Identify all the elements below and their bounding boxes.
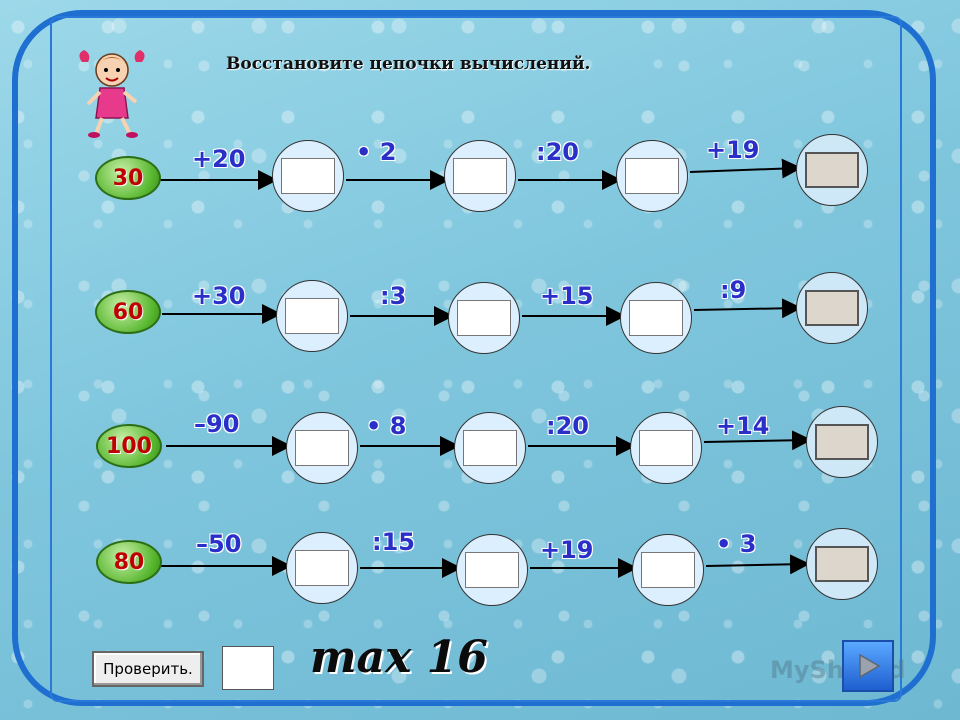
row2-op3: +15 [540, 282, 594, 310]
row1-start-value: 30 [95, 156, 161, 200]
task-title: Восстановите цепочки вычислений. [226, 54, 591, 74]
row1-input2[interactable] [453, 158, 507, 194]
play-triangle-icon [859, 653, 881, 679]
row3-start-value: 100 [96, 424, 162, 468]
row1-cell4 [796, 134, 868, 206]
row3-input1[interactable] [295, 430, 349, 466]
row3-op3: :20 [546, 412, 589, 440]
row4-input1[interactable] [295, 550, 349, 586]
row2-cell4 [796, 272, 868, 344]
row2-input3[interactable] [629, 300, 683, 336]
row4-cell2 [456, 534, 528, 606]
row1-op1: +20 [192, 145, 246, 173]
row4-input2[interactable] [465, 552, 519, 588]
row3-input2[interactable] [463, 430, 517, 466]
page-frame [12, 10, 936, 706]
row2-cell1 [276, 280, 348, 352]
row1-cell3 [616, 140, 688, 212]
row4-cell4 [806, 528, 878, 600]
row2-op2: :3 [380, 282, 407, 310]
row3-cell3 [630, 412, 702, 484]
row1-cell1 [272, 140, 344, 212]
row3-cell1 [286, 412, 358, 484]
row2-cell3 [620, 282, 692, 354]
row2-input2[interactable] [457, 300, 511, 336]
row2-input4[interactable] [805, 290, 859, 326]
row1-op4: +19 [706, 136, 760, 164]
row1-cell2 [444, 140, 516, 212]
row1-op2: • 2 [356, 138, 397, 166]
row3-input3[interactable] [639, 430, 693, 466]
row3-op1: –90 [194, 410, 240, 438]
row3-cell2 [454, 412, 526, 484]
next-slide-button[interactable] [842, 640, 894, 692]
page-frame-inner [50, 16, 902, 702]
row4-input3[interactable] [641, 552, 695, 588]
check-button[interactable]: Проверить. [92, 651, 204, 687]
row3-input4[interactable] [815, 424, 869, 460]
score-field[interactable] [222, 646, 274, 690]
row2-cell2 [448, 282, 520, 354]
row2-input1[interactable] [285, 298, 339, 334]
row1-input3[interactable] [625, 158, 679, 194]
row2-op4: :9 [720, 276, 747, 304]
max-score-label: max 16 [310, 632, 488, 683]
row4-op2: :15 [372, 528, 415, 556]
row4-input4[interactable] [815, 546, 869, 582]
row2-start-value: 60 [95, 290, 161, 334]
row4-op1: –50 [196, 530, 242, 558]
row2-op1: +30 [192, 282, 246, 310]
row4-cell3 [632, 534, 704, 606]
row4-op3: +19 [540, 536, 594, 564]
row1-input4[interactable] [805, 152, 859, 188]
row3-op4: +14 [716, 412, 770, 440]
row4-cell1 [286, 532, 358, 604]
row3-cell4 [806, 406, 878, 478]
row1-op3: :20 [536, 138, 579, 166]
row4-op4: • 3 [716, 530, 757, 558]
row1-input1[interactable] [281, 158, 335, 194]
girl-mascot-icon [79, 50, 145, 138]
row4-start-value: 80 [96, 540, 162, 584]
row3-op2: • 8 [366, 412, 407, 440]
